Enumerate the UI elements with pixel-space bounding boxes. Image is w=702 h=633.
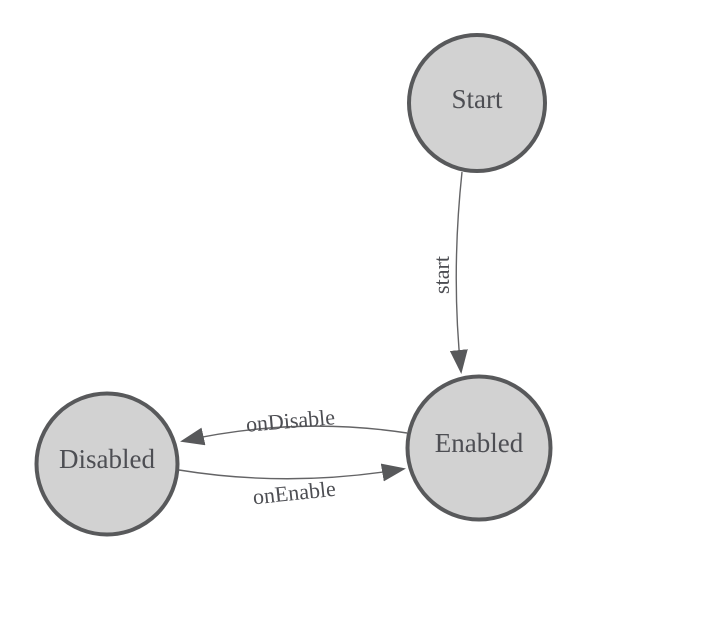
state-circle-start[interactable] [407, 33, 547, 173]
state-label-enabled: Enabled [435, 428, 524, 458]
edge-layer [178, 171, 468, 482]
state-circle-enabled[interactable] [405, 374, 553, 522]
edge-start-to-enabled [449, 171, 468, 374]
state-node-disabled[interactable]: Disabled [34, 391, 180, 537]
state-circle-disabled[interactable] [34, 391, 180, 537]
edge-disabled-to-enabled [178, 463, 406, 482]
edge-label-ondisable: onDisable [245, 404, 336, 437]
node-layer: Start Enabled Disabled [34, 33, 553, 537]
state-label-start: Start [452, 84, 503, 114]
edge-label-start: start [429, 256, 454, 294]
state-node-enabled[interactable]: Enabled [405, 374, 553, 522]
edge-label-onenable: onEnable [252, 476, 337, 510]
state-label-disabled: Disabled [59, 444, 155, 474]
edge-enabled-to-disabled [180, 425, 408, 446]
state-node-start[interactable]: Start [407, 33, 547, 173]
